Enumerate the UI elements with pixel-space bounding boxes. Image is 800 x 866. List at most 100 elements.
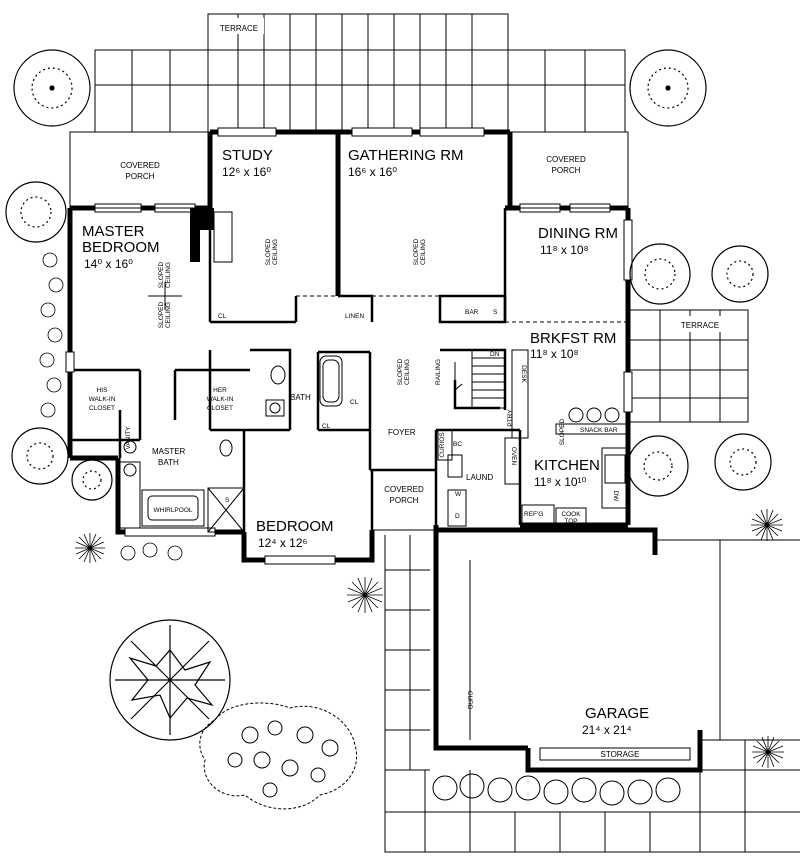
svg-text:PORCH: PORCH (552, 166, 581, 175)
his-closet-label: HIS WALK-IN CLOSET (89, 387, 116, 412)
linen-label: LINEN (345, 313, 364, 320)
terrace-right-label-bg (668, 316, 732, 332)
kitchen-fixtures (437, 349, 629, 527)
svg-text:SLOPED: SLOPED (158, 262, 165, 289)
snack-bar-label: SNACK BAR (580, 427, 618, 434)
study-dim: 12⁶ x 16⁰ (222, 165, 271, 179)
tree-dining (629, 243, 691, 305)
svg-text:SLOPED: SLOPED (265, 239, 272, 266)
sloped-ceiling-master-b: SLOPED CEILING (158, 302, 172, 329)
her-closet-label: HER WALK-IN CLOSET (207, 387, 234, 412)
brkfst-name: BRKFST RM (530, 330, 616, 347)
garage-details (469, 560, 691, 761)
tree-left-small (71, 459, 113, 501)
ptry-label: PTRY (507, 409, 514, 427)
svg-text:CEILING: CEILING (165, 262, 172, 288)
d-label: D (455, 513, 460, 520)
brkfst-dim: 11⁸ x 10⁸ (530, 347, 579, 361)
bc-label: BC (453, 441, 462, 448)
garage-name: GARAGE (585, 705, 649, 722)
dashed-openings (296, 295, 628, 323)
bath-fixtures (119, 355, 343, 533)
starburst-shrubs (75, 509, 784, 768)
storage-label: STORAGE (601, 750, 640, 759)
dw-label: DW (612, 491, 619, 503)
shrub-bed-front (199, 702, 357, 810)
svg-text:PORCH: PORCH (390, 496, 419, 505)
curios-label: CURIOS (439, 432, 446, 458)
svg-text:CLOSET: CLOSET (89, 405, 115, 412)
porch-front-label: COVERED PORCH (384, 485, 424, 505)
study-name: STUDY (222, 147, 273, 164)
tree-top-right (629, 49, 707, 127)
svg-text:COVERED: COVERED (120, 161, 160, 170)
svg-text:COVERED: COVERED (384, 485, 424, 494)
svg-text:SLOPED: SLOPED (559, 419, 566, 446)
sloped-ceiling-study: SLOPED CEILING (265, 239, 279, 266)
master-sloped-ceiling-cross (148, 282, 182, 310)
cook-top-label-1: COOK (561, 511, 581, 518)
sloped-ceiling-gathering: SLOPED CEILING (413, 239, 427, 266)
kitchen-name: KITCHEN (534, 457, 600, 474)
svg-text:CEILING: CEILING (165, 302, 172, 328)
master-bedroom-name-2: BEDROOM (82, 239, 160, 256)
tree-dining-right (711, 245, 769, 303)
svg-text:BATH: BATH (158, 458, 179, 467)
interior-walls (70, 208, 522, 532)
bedroom-dim: 12⁴ x 12⁶ (258, 536, 308, 550)
bath-label: BATH (290, 393, 311, 402)
cl-study-label: CL (218, 313, 227, 320)
garage-dim: 21⁴ x 21⁴ (582, 723, 632, 737)
svg-text:WALK-IN: WALK-IN (207, 396, 234, 403)
cl-bath-a-label: CL (350, 399, 359, 406)
foyer-label: FOYER (388, 428, 416, 437)
garage-shrubs (432, 773, 681, 806)
svg-text:PORCH: PORCH (126, 172, 155, 181)
dn-label: DN (490, 351, 500, 358)
master-bath-label: MASTER BATH (152, 447, 186, 467)
terrace-top-label-bg (214, 18, 264, 34)
bedroom-name: BEDROOM (256, 518, 334, 535)
refg-label: REF'G (524, 511, 543, 518)
tree-top-left (13, 49, 91, 127)
whirlpool-label: WHIRLPOOL (153, 507, 192, 514)
tree-kitchen-far (714, 433, 772, 491)
w-label: W (455, 491, 462, 498)
svg-text:CEILING: CEILING (420, 239, 427, 265)
curb-label: CURB (466, 691, 473, 709)
master-bedroom-name-1: MASTER (82, 223, 145, 240)
porch-right-label: COVERED PORCH (546, 155, 586, 175)
svg-text:WALK-IN: WALK-IN (89, 396, 116, 403)
cook-top-label-2: TOP (564, 518, 577, 525)
svg-text:SLOPED: SLOPED (158, 302, 165, 329)
svg-text:MASTER: MASTER (152, 447, 186, 456)
tree-large-front (109, 619, 231, 741)
svg-text:HER: HER (213, 387, 227, 394)
svg-text:SLOPED: SLOPED (397, 359, 404, 386)
oven-label: OVEN (510, 447, 517, 466)
dining-name: DINING RM (538, 225, 618, 242)
left-hedge (39, 252, 183, 561)
s2-label: S (225, 497, 230, 504)
svg-text:COVERED: COVERED (546, 155, 586, 164)
dining-dim: 11⁸ x 10⁸ (540, 243, 589, 257)
vanity-label: VANITY (125, 426, 132, 450)
kitchen-dim: 11⁸ x 10¹⁰ (534, 475, 587, 489)
svg-text:CLOSET: CLOSET (207, 405, 233, 412)
svg-text:HIS: HIS (97, 387, 109, 394)
desk-label: DESK (520, 365, 527, 383)
gathering-name: GATHERING RM (348, 147, 464, 164)
sloped-ceiling-foyer: SLOPED CEILING (397, 359, 411, 386)
stairs (454, 349, 506, 409)
master-bedroom-dim: 14⁰ x 16⁰ (84, 257, 133, 271)
s1-label: S (493, 309, 498, 316)
svg-text:CEILING: CEILING (404, 359, 411, 385)
porch-outlines (69, 131, 629, 531)
driveway-paving (384, 535, 800, 853)
terrace-top-label: TERRACE (220, 24, 258, 33)
railing-label: RAILING (435, 359, 442, 385)
tree-left-mid (11, 427, 69, 485)
tree-kitchen-right (627, 435, 689, 497)
terrace-top-paving (94, 13, 626, 133)
